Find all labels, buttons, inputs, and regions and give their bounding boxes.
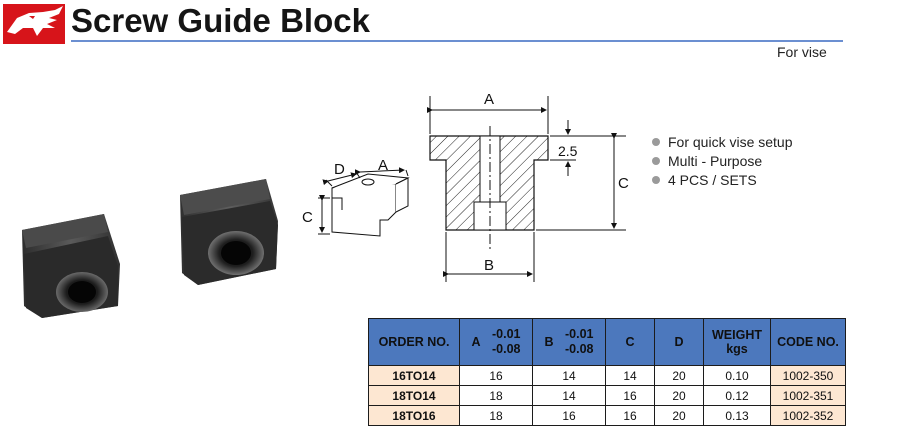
- section-a-label: A: [484, 91, 494, 108]
- title-divider: [71, 40, 843, 42]
- col-c: C: [605, 318, 655, 366]
- cell-weight: 0.13: [703, 405, 771, 426]
- cell-b: 16: [532, 405, 606, 426]
- cell-c: 14: [605, 365, 655, 386]
- feature-list: For quick vise setup Multi - Purpose 4 P…: [652, 133, 793, 190]
- cell-weight: 0.12: [703, 385, 771, 406]
- iso-d-label: D: [334, 161, 345, 178]
- cell-a: 18: [459, 405, 533, 426]
- bullet-icon: [652, 176, 660, 184]
- cell-b: 14: [532, 385, 606, 406]
- cell-d: 20: [654, 405, 704, 426]
- feature-item: 4 PCS / SETS: [652, 171, 793, 190]
- col-weight: WEIGHT kgs: [703, 318, 771, 366]
- iso-c-label: C: [302, 209, 313, 226]
- iso-a-label: A: [378, 157, 388, 174]
- product-photo-right: [180, 179, 278, 285]
- cell-c: 16: [605, 405, 655, 426]
- cell-a: 16: [459, 365, 533, 386]
- table-row: 18TO14 18 14 16 20 0.12 1002-351: [368, 385, 846, 406]
- cell-d: 20: [654, 385, 704, 406]
- isometric-dimensions: [318, 167, 409, 235]
- table-row: 18TO16 18 16 16 20 0.13 1002-352: [368, 405, 846, 426]
- cell-order-no: 16TO14: [368, 365, 460, 386]
- table-row: 16TO14 16 14 14 20 0.10 1002-350: [368, 365, 846, 386]
- cell-a: 18: [459, 385, 533, 406]
- brand-logo: [3, 4, 65, 44]
- col-code-no: CODE NO.: [770, 318, 846, 366]
- section-b-label: B: [484, 257, 494, 274]
- table-header-row: ORDER NO. A -0.01-0.08 B -0.01-0.08 C D …: [368, 318, 846, 366]
- section-view: [429, 126, 549, 250]
- cell-code-no: 1002-352: [770, 405, 846, 426]
- section-dimensions: [427, 96, 626, 282]
- cell-c: 16: [605, 385, 655, 406]
- cell-order-no: 18TO14: [368, 385, 460, 406]
- cell-d: 20: [654, 365, 704, 386]
- page-subtitle: For vise: [777, 44, 827, 60]
- col-b: B -0.01-0.08: [532, 318, 606, 366]
- technical-drawing: D A C A B C 2.5: [302, 91, 629, 282]
- col-d: D: [654, 318, 704, 366]
- cell-code-no: 1002-350: [770, 365, 846, 386]
- cell-b: 14: [532, 365, 606, 386]
- isometric-view: [331, 173, 410, 237]
- cell-code-no: 1002-351: [770, 385, 846, 406]
- feature-item: For quick vise setup: [652, 133, 793, 152]
- cell-weight: 0.10: [703, 365, 771, 386]
- spec-table: ORDER NO. A -0.01-0.08 B -0.01-0.08 C D …: [368, 318, 846, 426]
- eagle-icon: [3, 4, 65, 44]
- bullet-icon: [652, 138, 660, 146]
- page-title: Screw Guide Block: [71, 2, 370, 39]
- cell-order-no: 18TO16: [368, 405, 460, 426]
- section-c-label: C: [618, 175, 629, 192]
- section-thickness-label: 2.5: [558, 143, 578, 159]
- feature-item: Multi - Purpose: [652, 152, 793, 171]
- bullet-icon: [652, 157, 660, 165]
- col-order-no: ORDER NO.: [368, 318, 460, 366]
- product-photo-left: [22, 214, 120, 318]
- col-a: A -0.01-0.08: [459, 318, 533, 366]
